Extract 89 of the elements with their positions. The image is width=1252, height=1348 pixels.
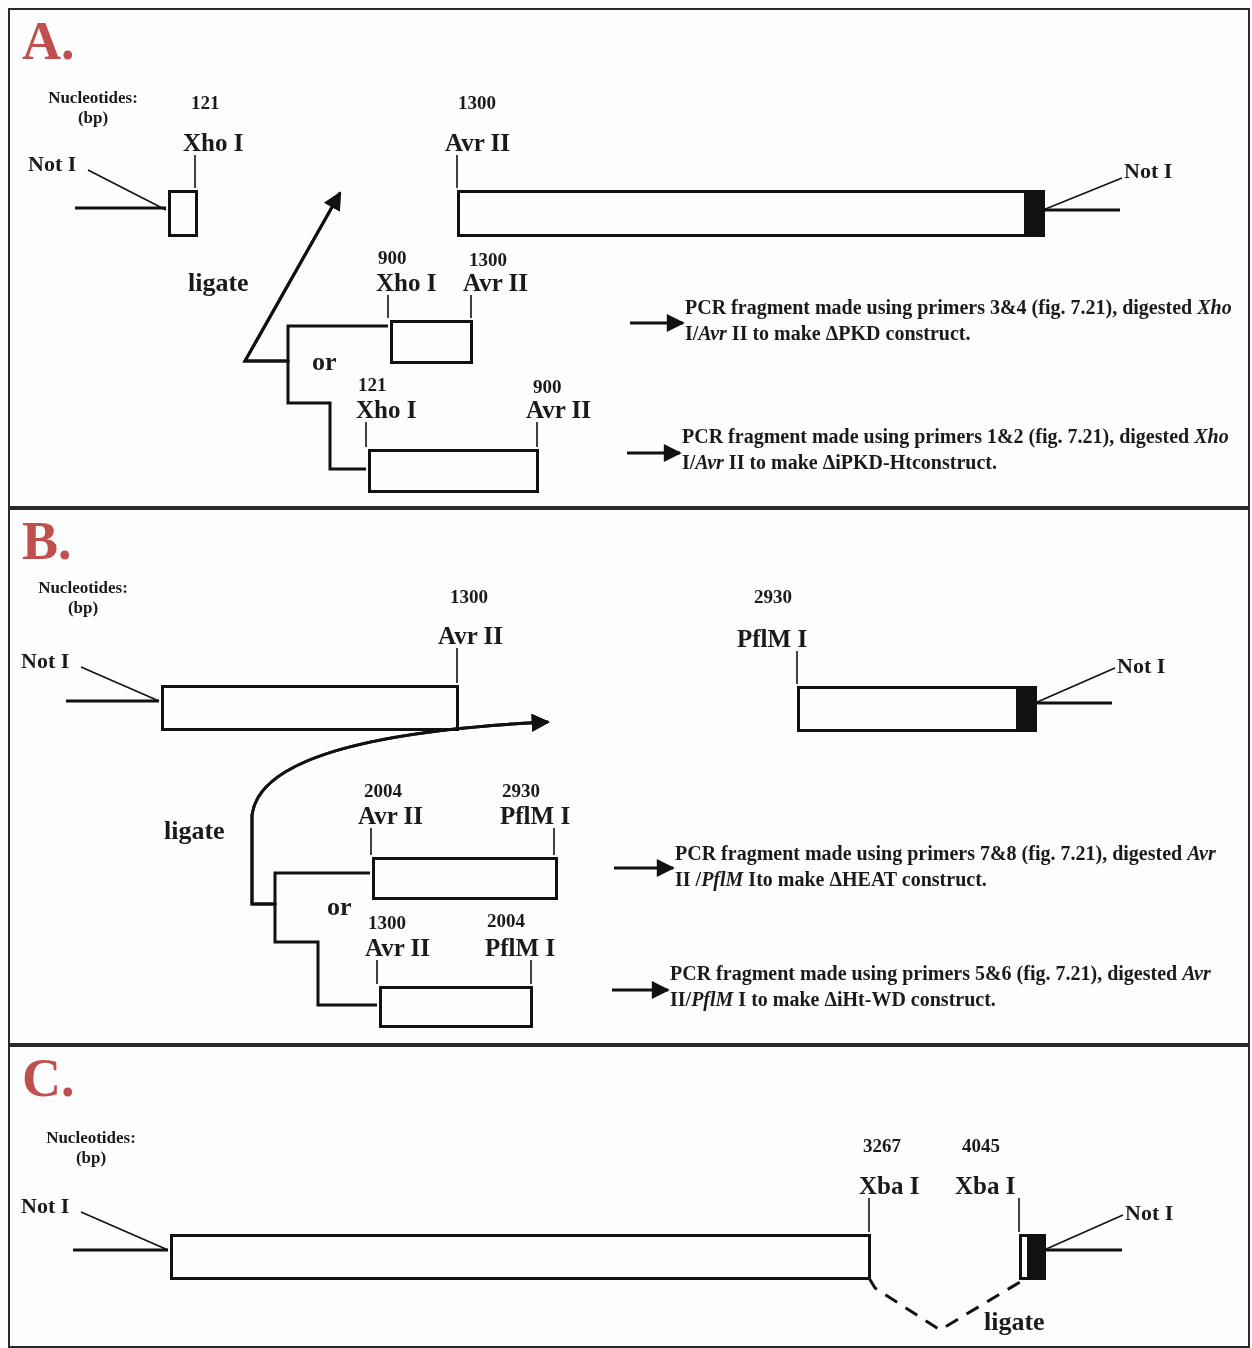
restriction-site-name: PflM I (485, 934, 556, 962)
site-tick (530, 959, 532, 985)
annotation-text: or (327, 892, 352, 922)
ligation-arrow (250, 714, 550, 1007)
leader-line (87, 169, 167, 211)
arrow (630, 314, 685, 332)
restriction-site-label: Not I (1124, 157, 1173, 185)
restriction-site-label: Not I (28, 150, 77, 178)
nucleotide-position: 900 (378, 247, 407, 269)
dna-fragment-box (390, 320, 473, 364)
site-tick (796, 650, 798, 685)
dna-fragment-box (170, 1234, 871, 1280)
restriction-site-label: Not I (1117, 652, 1166, 680)
restriction-site-name: Xba I (955, 1172, 1016, 1200)
restriction-site-name: Avr II (445, 129, 511, 157)
restriction-site-name: PflM I (737, 625, 808, 653)
nucleotide-position: 1300 (458, 92, 496, 114)
restriction-site-name: Avr II (463, 269, 529, 297)
site-tick (376, 959, 378, 985)
arrow (614, 859, 675, 877)
dna-fragment-box (372, 857, 558, 900)
dna-fragment-box (161, 685, 459, 731)
site-tick (387, 294, 389, 319)
site-tick (470, 294, 472, 319)
restriction-site-name: Avr II (526, 396, 592, 424)
nucleotide-position: 900 (533, 376, 562, 398)
nucleotide-position: 121 (358, 374, 387, 396)
arrow (612, 981, 670, 999)
restriction-site-label: Not I (1125, 1199, 1174, 1227)
dna-fragment-box (168, 190, 198, 237)
leader-line (1043, 1214, 1124, 1251)
nucleotide-position: 1300 (450, 586, 488, 608)
annotation-text: or (312, 347, 337, 377)
site-tick (553, 827, 555, 856)
axis-caption: Nucleotides: (bp) (37, 578, 129, 618)
nucleotide-position: 1300 (368, 912, 406, 934)
description-text: PCR fragment made using primers 5&6 (fig. 7.21), digested Avr II/PflM I to make ΔiHt-WD construct. (670, 960, 1235, 1012)
leader-line (80, 666, 160, 702)
nucleotide-position: 2930 (502, 780, 540, 802)
site-tick (194, 154, 196, 189)
leader-line (80, 1211, 169, 1251)
description-text: PCR fragment made using primers 1&2 (fig. 7.21), digested Xho I/Avr II to make ΔiPKD-Htconstruct. (682, 423, 1230, 475)
leader-line (1042, 177, 1123, 211)
description-text: PCR fragment made using primers 3&4 (fig. 7.21), digested Xho I/Avr II to make ΔPKD construct. (685, 294, 1233, 346)
dna-fragment-box (797, 686, 1037, 732)
axis-caption: Nucleotides: (bp) (47, 88, 139, 128)
site-tick (868, 1197, 870, 1233)
restriction-site-name: Xho I (376, 269, 437, 297)
ligation-line (867, 1277, 1022, 1332)
description-text: PCR fragment made using primers 7&8 (fig. 7.21), digested Avr II /PflM Ito make ΔHEAT construct. (675, 840, 1235, 892)
site-tick (365, 421, 367, 448)
dna-fragment-box (368, 449, 539, 493)
panel-letter: C. (22, 1051, 75, 1105)
restriction-site-name: Avr II (365, 934, 431, 962)
panel-frame (8, 1045, 1250, 1348)
restriction-site-name: Avr II (358, 802, 424, 830)
annotation-text: ligate (164, 816, 225, 846)
panel-letter: B. (22, 514, 72, 568)
panel-frame (8, 8, 1250, 508)
panel-letter: A. (22, 14, 75, 68)
nucleotide-position: 4045 (962, 1135, 1000, 1157)
site-tick (536, 421, 538, 448)
nucleotide-position: 2004 (364, 780, 402, 802)
restriction-site-name: Avr II (438, 622, 504, 650)
arrow (627, 444, 682, 462)
edge-label: ligate (984, 1308, 1045, 1337)
restriction-site-name: Xba I (859, 1172, 920, 1200)
restriction-site-label: Not I (21, 1192, 70, 1220)
nucleotide-position: 2930 (754, 586, 792, 608)
site-tick (456, 647, 458, 684)
dna-fragment-box (379, 986, 533, 1028)
nucleotide-position: 1300 (469, 249, 507, 271)
dna-fragment-box (457, 190, 1045, 237)
ligation-arrow (242, 191, 366, 471)
site-tick (370, 827, 372, 856)
restriction-site-name: PflM I (500, 802, 571, 830)
nucleotide-position: 121 (191, 92, 220, 114)
nucleotide-position: 3267 (863, 1135, 901, 1157)
leader-line (1034, 667, 1116, 704)
panel-frame (8, 508, 1250, 1045)
axis-caption: Nucleotides: (bp) (45, 1128, 137, 1168)
site-tick (1018, 1197, 1020, 1233)
annotation-text: ligate (188, 268, 249, 298)
restriction-site-label: Not I (21, 647, 70, 675)
restriction-site-name: Xho I (356, 396, 417, 424)
restriction-site-name: Xho I (183, 129, 244, 157)
dna-fragment-box (1019, 1234, 1046, 1280)
site-tick (456, 154, 458, 189)
nucleotide-position: 2004 (487, 910, 525, 932)
